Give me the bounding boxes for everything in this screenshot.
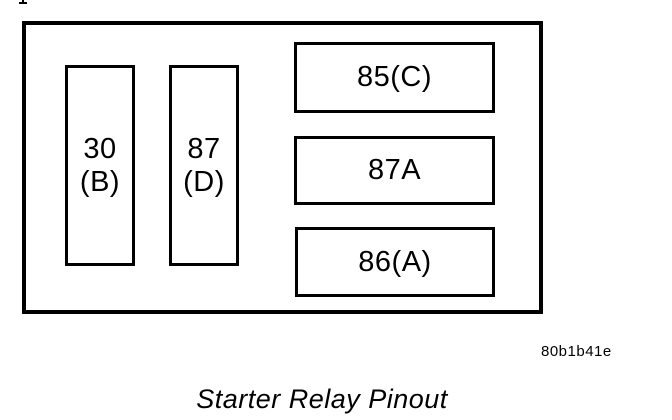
pin-terminal-87A-label: 87A [367,154,422,186]
pin-terminal-85-C-label: 85(C) [356,61,432,93]
pin-terminal-87A: 87A [294,136,495,205]
pin-terminal-85-C: 85(C) [294,42,495,113]
pin-letter: (D) [183,165,225,198]
pin-terminal-86-A: 86(A) [295,227,495,297]
pin-number: 30 [83,132,117,165]
pin-terminal-30-B-label: 30 (B) [80,133,120,199]
pin-terminal-87-D-label: 87 (D) [183,133,225,199]
pin-terminal-87-D: 87 (D) [169,65,239,266]
pin-number: 87 [187,132,221,165]
diagram-caption: Starter Relay Pinout [196,384,448,414]
figure-code: 80b1b41e [541,343,612,360]
cropped-character-artifact [19,0,27,4]
pin-letter: (B) [79,165,121,198]
pin-terminal-86-A-label: 86(A) [358,245,432,278]
pin-terminal-30-B: 30 (B) [65,65,135,266]
